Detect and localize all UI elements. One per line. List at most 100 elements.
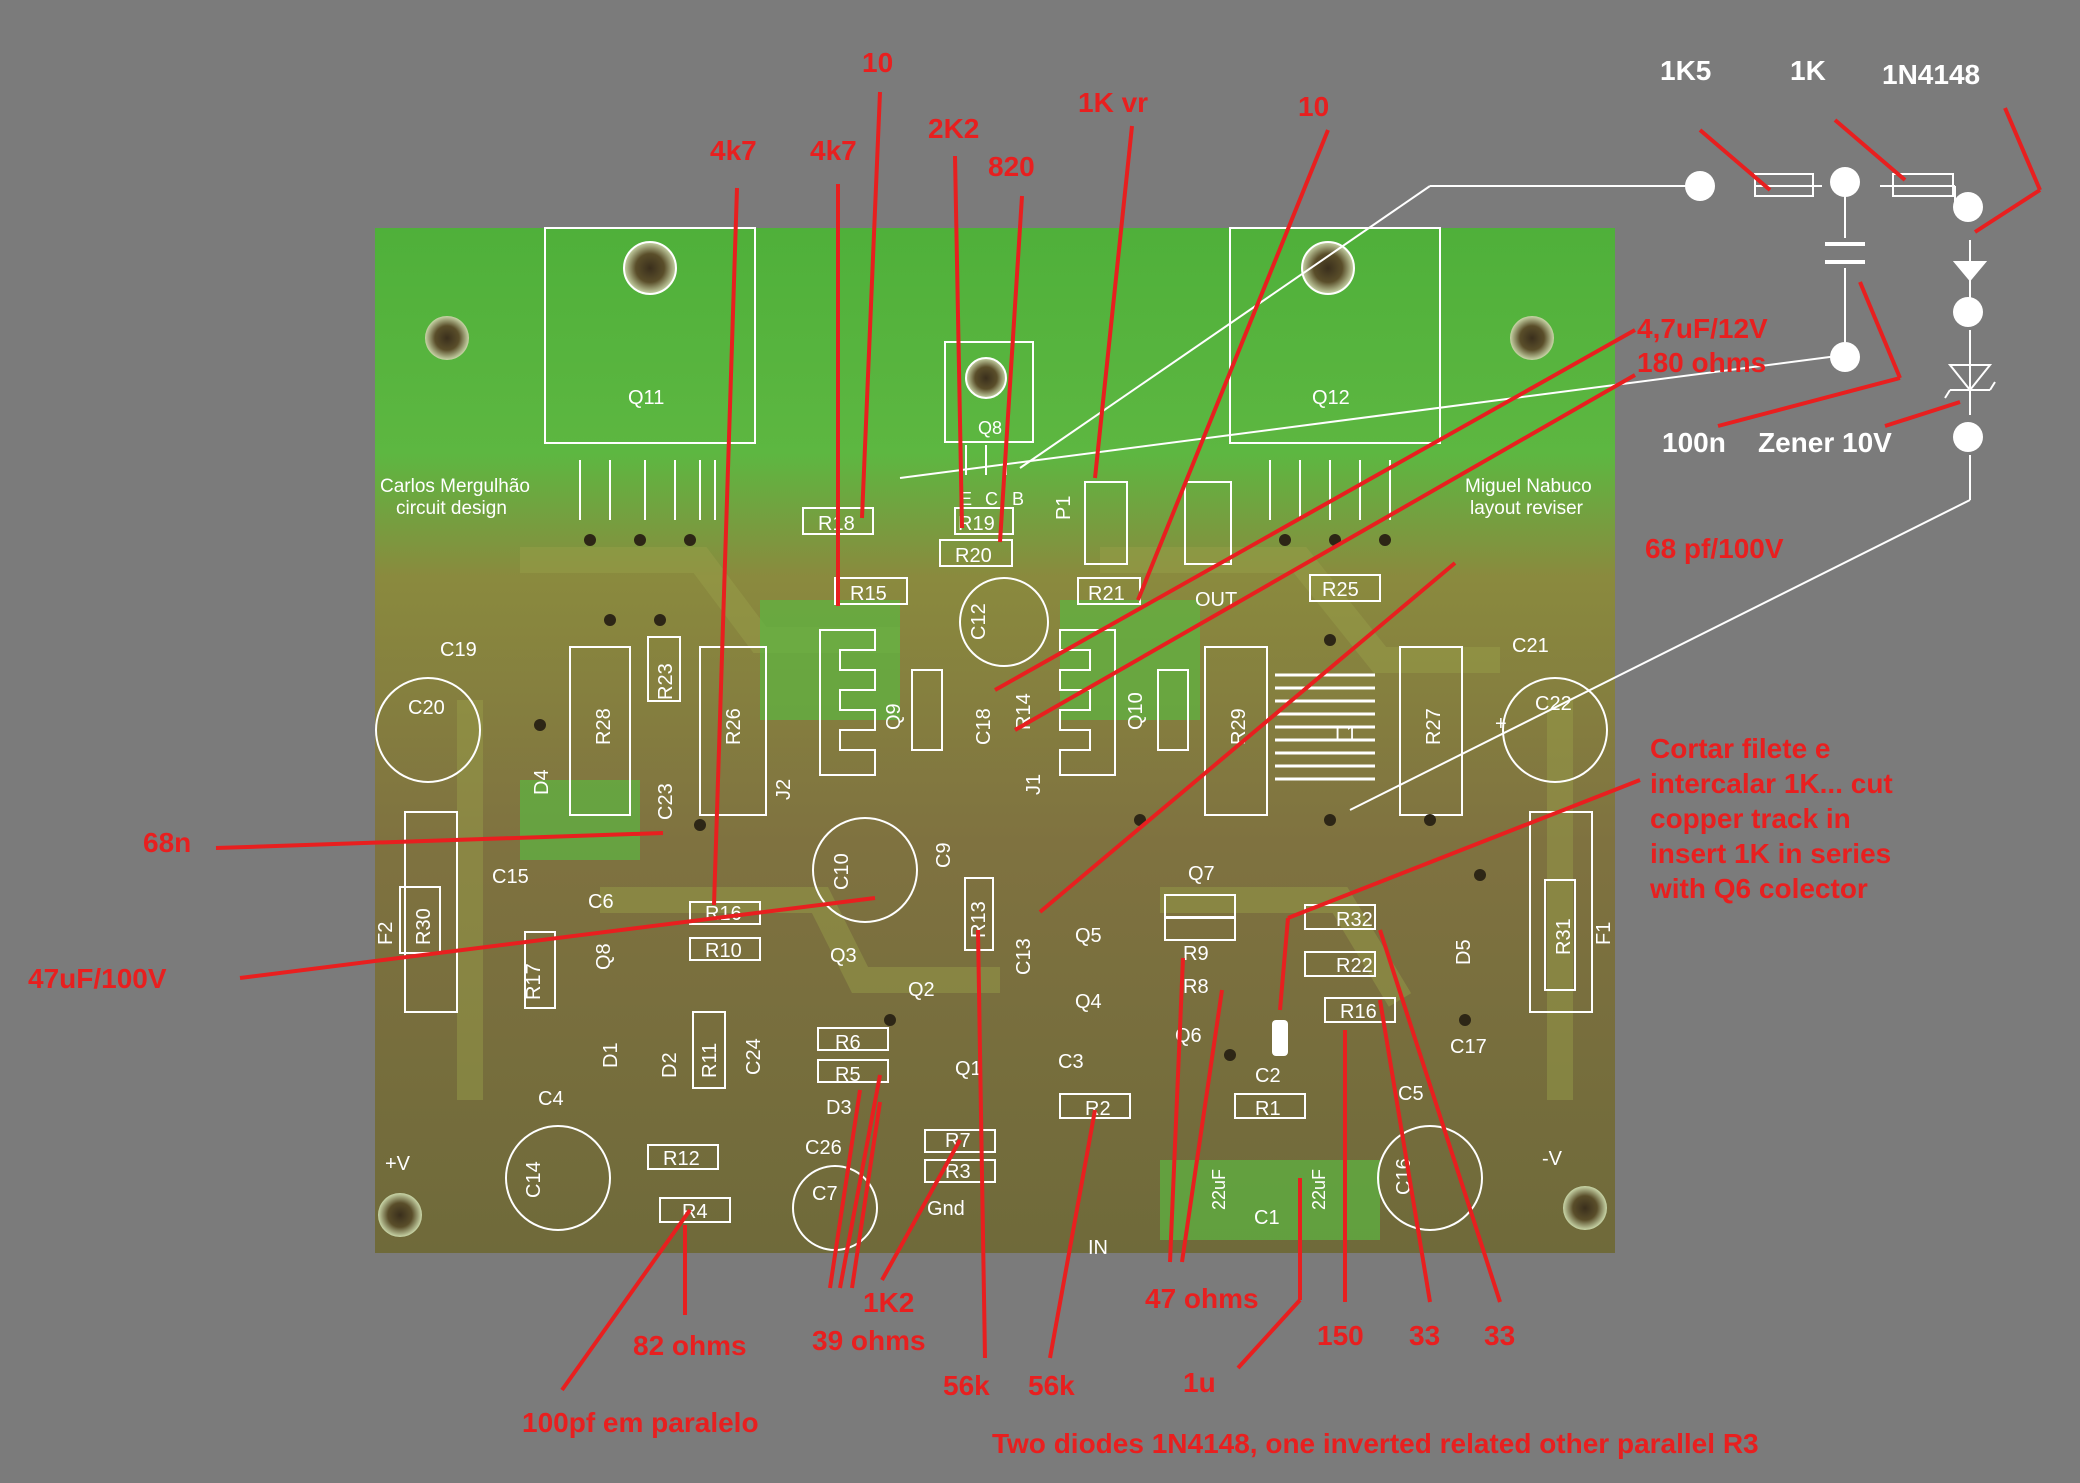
label-q12: Q12 <box>1312 387 1350 409</box>
label-r11: R11 <box>699 1043 721 1078</box>
label-r3: R3 <box>945 1161 971 1183</box>
schematic-cap-value: 100n <box>1662 427 1726 458</box>
label-r21: R21 <box>1088 583 1125 605</box>
label-d3: D3 <box>826 1097 852 1119</box>
label-c7: C7 <box>812 1183 838 1205</box>
label-d2: D2 <box>659 1052 681 1078</box>
label-r25: R25 <box>1322 579 1359 601</box>
label-cap22a: 22uF <box>1209 1169 1229 1210</box>
label-q3: Q3 <box>830 945 857 967</box>
label-c12: C12 <box>968 603 990 640</box>
schematic-diode-value: 1N4148 <box>1882 59 1980 90</box>
annotation-180-ohms: 180 ohms <box>1637 347 1766 378</box>
label-plus-v: +V <box>385 1153 411 1175</box>
annotation-note-line2: intercalar 1K... cut <box>1650 768 1893 799</box>
label-j2: J2 <box>773 779 795 800</box>
schematic-r2-value: 1K <box>1790 55 1826 86</box>
credit-left-line2: circuit design <box>396 498 507 519</box>
annotation-33-a: 33 <box>1409 1320 1440 1351</box>
label-q2: Q2 <box>908 979 935 1001</box>
label-r26: R26 <box>723 708 745 745</box>
label-c14: C14 <box>523 1161 545 1198</box>
label-q7: Q7 <box>1188 863 1215 885</box>
label-f2: F2 <box>375 922 397 945</box>
label-r1: R1 <box>1255 1098 1281 1120</box>
label-c26: C26 <box>805 1137 842 1159</box>
label-c2: C2 <box>1255 1065 1281 1087</box>
label-minus-v: -V <box>1542 1148 1563 1170</box>
label-r10: R10 <box>705 940 742 962</box>
label-b: B <box>1012 489 1024 509</box>
label-cap22b: 22uF <box>1309 1169 1329 1210</box>
annotation-note-line3: copper track in <box>1650 803 1851 834</box>
label-r17: R17 <box>523 963 545 1000</box>
annotation-33-b: 33 <box>1484 1320 1515 1351</box>
annotation-note-line1: Cortar filete e <box>1650 733 1831 764</box>
pcb-board <box>375 228 1615 1253</box>
label-in: IN <box>1088 1237 1108 1259</box>
transistor-q8 <box>944 341 1034 475</box>
label-r19: R19 <box>958 513 995 535</box>
label-c24: C24 <box>743 1038 765 1075</box>
label-r27: R27 <box>1423 708 1445 745</box>
mounting-holes <box>378 316 1607 1237</box>
label-q1: Q1 <box>955 1058 982 1080</box>
annotation-68n: 68n <box>143 827 191 858</box>
label-c15: C15 <box>492 866 529 888</box>
annotation-1u: 1u <box>1183 1367 1216 1398</box>
label-r12: R12 <box>663 1148 700 1170</box>
label-q11: Q11 <box>628 387 664 409</box>
transistor-q12 <box>1229 227 1441 520</box>
label-r16: R16 <box>1340 1001 1377 1023</box>
annotation-leaders <box>215 91 2042 1392</box>
label-d4: D4 <box>531 769 553 795</box>
pcb-pads <box>534 534 1486 1061</box>
transistor-q11 <box>544 227 756 520</box>
label-q5: Q5 <box>1075 925 1102 947</box>
annotation-1k-vr: 1K vr <box>1078 87 1148 118</box>
label-c9: C9 <box>933 842 955 868</box>
transistor-q10 <box>1059 629 1189 776</box>
annotation-note: Cortar filete e intercalar 1K... cut cop… <box>1649 733 1893 904</box>
annotation-2k2: 2K2 <box>928 113 979 144</box>
label-c6: C6 <box>588 891 614 913</box>
annotation-1k2: 1K2 <box>863 1287 914 1318</box>
annotation-4k7-b: 4k7 <box>810 135 857 166</box>
annotation-10-b: 10 <box>1298 91 1329 122</box>
label-f1: F1 <box>1593 922 1615 945</box>
annotation-56k-b: 56k <box>1028 1370 1075 1401</box>
annotation-note-line5: with Q6 colector <box>1649 873 1868 904</box>
label-r31: R31 <box>1553 918 1575 955</box>
label-out: OUT <box>1195 589 1237 611</box>
annotation-82-ohms: 82 ohms <box>633 1330 747 1361</box>
label-plus: + <box>1495 713 1507 735</box>
annotation-100pf: 100pf em paralelo <box>522 1407 759 1438</box>
label-c23: C23 <box>655 783 677 820</box>
label-r2: R2 <box>1085 1098 1111 1120</box>
annotation-39-ohms: 39 ohms <box>812 1325 926 1356</box>
label-c22: C22 <box>1535 693 1572 715</box>
label-p1: P1 <box>1053 496 1075 520</box>
label-r32: R32 <box>1336 909 1373 931</box>
label-c17: C17 <box>1450 1036 1487 1058</box>
annotation-47-ohms: 47 ohms <box>1145 1283 1259 1314</box>
annotation-note-line4: insert 1K in series <box>1650 838 1891 869</box>
label-gnd: Gnd <box>927 1198 965 1220</box>
credit-left-line1: Carlos Mergulhão <box>380 476 530 497</box>
label-r23: R23 <box>655 663 677 700</box>
label-c21: C21 <box>1512 635 1549 657</box>
label-r30: R30 <box>413 908 435 945</box>
label-q8b: Q8 <box>593 943 615 970</box>
label-q10: Q10 <box>1125 692 1147 730</box>
label-d1: D1 <box>600 1042 622 1068</box>
label-q4: Q4 <box>1075 991 1102 1013</box>
label-r15: R15 <box>850 583 887 605</box>
inductor-l1 <box>1275 673 1375 781</box>
label-c10: C10 <box>831 853 853 890</box>
label-r20: R20 <box>955 545 992 567</box>
label-r9: R9 <box>1183 943 1209 965</box>
transistor-q9 <box>819 629 943 776</box>
label-c19: C19 <box>440 639 477 661</box>
label-r13: R13 <box>968 901 990 938</box>
label-c4: C4 <box>538 1088 564 1110</box>
